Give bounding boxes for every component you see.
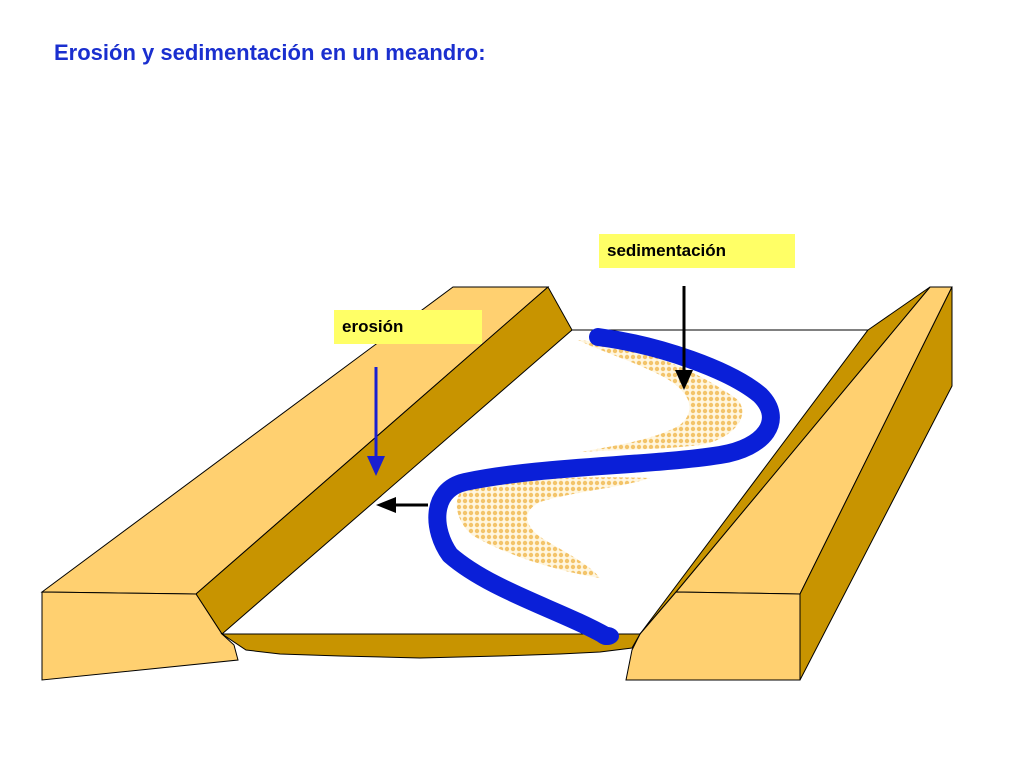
left-bank-front xyxy=(41,591,239,681)
sedimentation-label: sedimentación xyxy=(599,234,795,268)
river-mouth xyxy=(595,627,619,645)
point-bar-lower xyxy=(456,477,650,578)
erosion-label: erosión xyxy=(334,310,482,344)
page-title: Erosión y sedimentación en un meandro: xyxy=(54,40,486,65)
valley-cross-section xyxy=(220,633,641,659)
erosion-arrowhead xyxy=(367,456,385,476)
sedimentation-arrowhead xyxy=(675,370,693,390)
erosion-direction-arrowhead xyxy=(376,497,396,513)
right-bank-front xyxy=(625,591,801,681)
river xyxy=(428,328,780,645)
point-bar-upper xyxy=(578,340,743,452)
